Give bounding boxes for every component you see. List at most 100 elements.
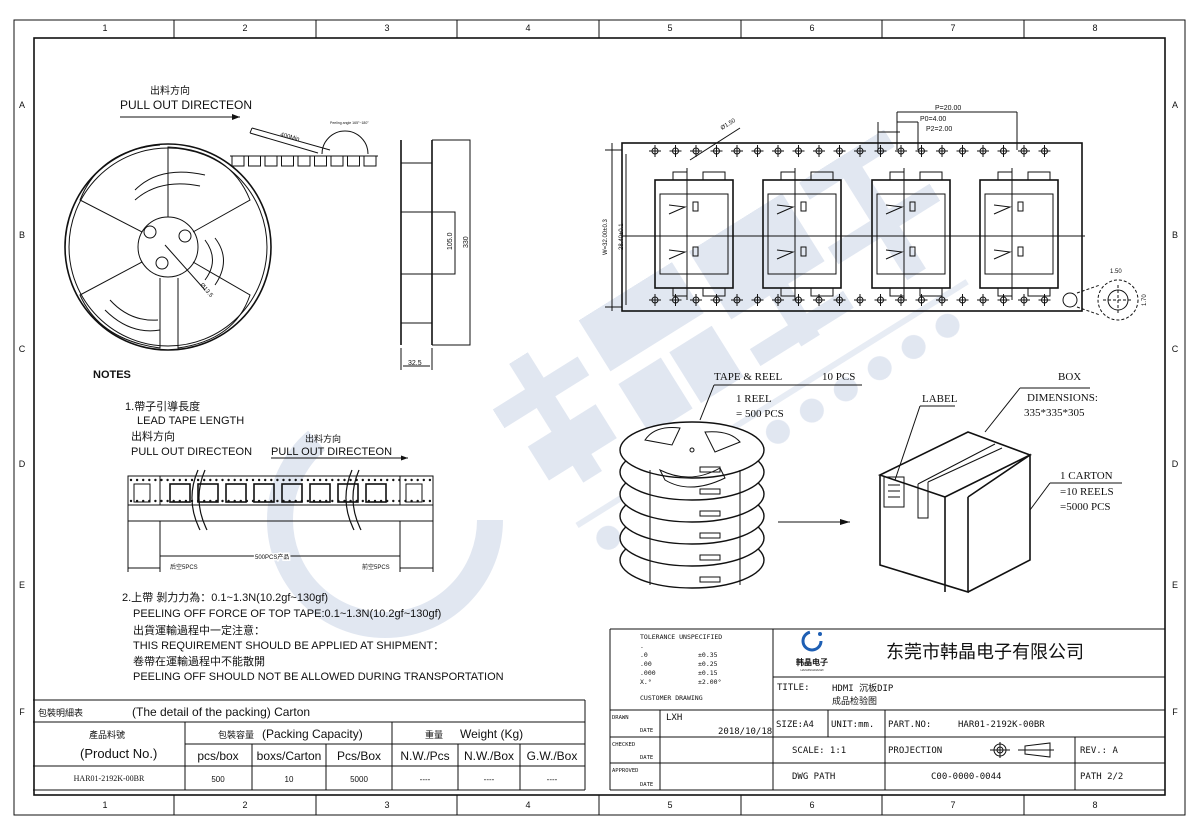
- logo-subtext: HANJINGDIANZI: [800, 668, 823, 672]
- note-pocket: [337, 483, 359, 503]
- drawn-by: LXH: [666, 713, 682, 723]
- packing-table: 包裝明細表 (The detail of the packing) Carton…: [33, 699, 586, 791]
- note-pocket: [253, 483, 275, 503]
- notes-title: NOTES: [93, 369, 131, 381]
- packing-column-header: pcs/box: [197, 749, 238, 763]
- company-name: 东莞市韩晶电子有限公司: [886, 642, 1084, 662]
- row-marker: C: [1172, 344, 1179, 354]
- reel-diameter-dim: 330: [463, 236, 470, 248]
- date-label: DATE: [640, 755, 653, 761]
- revision: REV.: A: [1080, 746, 1119, 756]
- note-direction-cn: 出料方向: [131, 429, 175, 443]
- part-no-label: PART.NO:: [888, 720, 931, 730]
- title-block: TOLERANCE UNSPECIFIED ..0±0.35.00±0.25.0…: [609, 628, 1165, 791]
- note-4-cn: 卷帶在運輸過程中不能散開: [133, 654, 265, 668]
- capacity-header-cn: 包裝容量: [218, 729, 254, 740]
- tolerance-value: ±0.35: [698, 651, 718, 659]
- p0-dim: P0=4.00: [920, 116, 946, 123]
- column-marker: 2: [242, 800, 247, 810]
- tape-pocket: [281, 155, 294, 167]
- reel-width-dim: 32.5: [408, 360, 422, 367]
- dwg-path-label: DWG PATH: [792, 772, 835, 782]
- tape-reel-label: TAPE & REEL: [714, 371, 782, 383]
- note-direction-en: PULL OUT DIRECTEON: [131, 446, 252, 458]
- rear-empty-label: 后空5PCS: [170, 563, 198, 571]
- drawn-date: 2018/10/18: [718, 727, 772, 737]
- packing-cell: ----: [420, 775, 431, 784]
- packing-cell: 500: [211, 775, 225, 784]
- part-no: HAR01-2192K-00BR: [958, 720, 1045, 730]
- column-marker: 7: [950, 23, 955, 33]
- label-callout: LABEL: [922, 393, 958, 405]
- product-header-cn: 產品料號: [89, 729, 125, 740]
- capacity-header-en: (Packing Capacity): [262, 727, 363, 741]
- column-marker: 7: [950, 800, 955, 810]
- box-label: BOX: [1058, 371, 1081, 383]
- tape-pocket: [248, 155, 261, 167]
- column-marker: 5: [667, 23, 672, 33]
- weight-header-cn: 重量: [425, 729, 443, 740]
- company-logo: 韩晶电子 HANJINGDIANZI: [796, 630, 828, 672]
- note-pocket: [365, 483, 387, 503]
- packing-title-cn: 包裝明細表: [38, 707, 83, 718]
- connector-pocket: [654, 168, 734, 300]
- tolerance-key: X.°: [640, 678, 652, 686]
- hub-dimension: Ø13.5: [198, 282, 214, 299]
- reel-qty: = 500 PCS: [736, 408, 784, 420]
- column-marker: 4: [525, 800, 530, 810]
- packing-column-header: Pcs/Box: [337, 749, 381, 763]
- carton-pcs: =5000 PCS: [1060, 501, 1111, 513]
- tape-pocket: [363, 155, 377, 167]
- carton-reels: =10 REELS: [1060, 486, 1114, 498]
- packing-cell: ----: [484, 775, 495, 784]
- tape-pocket: [264, 155, 278, 167]
- projection-symbol-icon: [990, 742, 1054, 758]
- approved-label: APPROVED: [612, 768, 639, 774]
- tape-pocket: [330, 155, 344, 167]
- row-marker: E: [1172, 580, 1178, 590]
- connector-pocket: [979, 168, 1059, 300]
- reel-side-view: 105.0 330 32.5: [400, 139, 471, 370]
- row-marker: C: [19, 344, 26, 354]
- tape-pocket: [314, 155, 327, 167]
- product-header-en: (Product No.): [80, 746, 157, 761]
- tolerance-key: .00: [640, 660, 652, 668]
- packing-column-header: G.W./Box: [527, 749, 578, 763]
- column-marker: 8: [1092, 800, 1097, 810]
- front-empty-label: 前空5PCS: [362, 563, 390, 571]
- title-line-1: HDMI 沉板DIP: [832, 682, 894, 694]
- row-marker: A: [1172, 100, 1178, 110]
- direction-cn: 出料方向: [150, 84, 190, 97]
- packing-column-header: N.W./Box: [464, 749, 514, 763]
- column-marker: 6: [809, 23, 814, 33]
- column-marker: 4: [525, 23, 530, 33]
- title-line-2: 成品检验图: [832, 695, 877, 707]
- row-marker: B: [19, 230, 25, 240]
- tape-pocket: [297, 155, 311, 167]
- note-3-cn: 出貨運輸過程中一定注意：: [133, 623, 265, 637]
- drawn-label: DRAWN: [612, 715, 629, 721]
- note-1-cn: 1.帶子引導長度: [125, 399, 200, 413]
- customer-drawing: CUSTOMER DRAWING: [640, 694, 703, 702]
- reel-count: 1 REEL: [736, 393, 772, 405]
- tape-reel-qty: 10 PCS: [822, 371, 855, 383]
- detail-height-dim: 1.70: [1142, 294, 1148, 306]
- box-dim-label: DIMENSIONS:: [1027, 392, 1098, 404]
- column-marker: 8: [1092, 23, 1097, 33]
- packing-cell: ----: [547, 775, 558, 784]
- pcs500-label: 500PCS产品: [255, 553, 289, 561]
- note-pocket: [169, 483, 191, 503]
- row-marker: F: [19, 707, 25, 717]
- direction-en: PULL OUT DIRECTEON: [120, 98, 252, 112]
- tape-length: 400Min: [279, 132, 300, 143]
- tape-f-dim: 28.40±0.1: [619, 223, 625, 250]
- sheet-path: PATH 2/2: [1080, 772, 1123, 782]
- row-marker: D: [19, 459, 26, 469]
- tolerance-value: ±2.00°: [698, 678, 721, 686]
- sheet-size: SIZE:A4: [776, 720, 814, 730]
- hub-height-dim: 105.0: [447, 232, 454, 250]
- column-marker: 2: [242, 23, 247, 33]
- note-pocket: [309, 483, 331, 503]
